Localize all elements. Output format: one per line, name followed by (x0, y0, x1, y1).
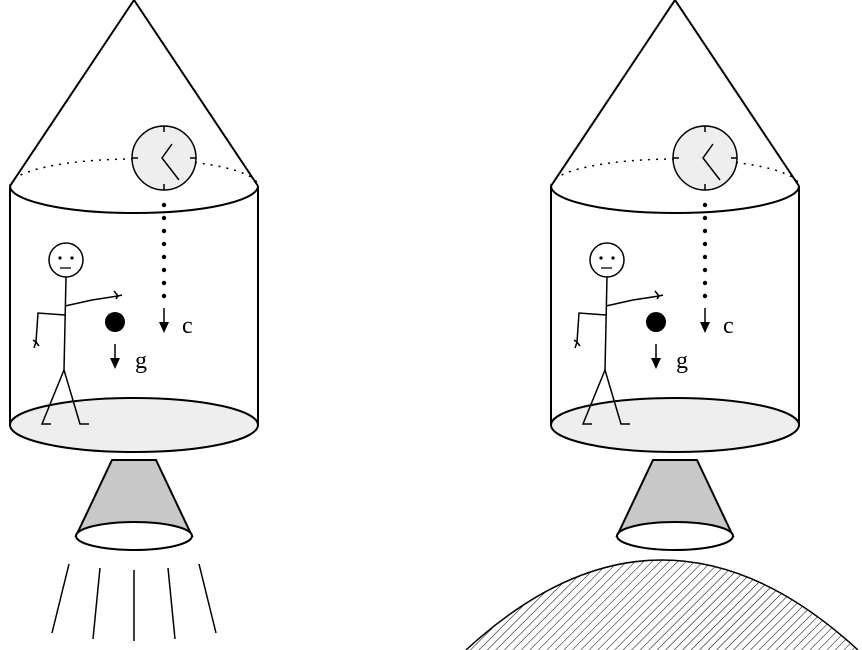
rocket-top-rim (9, 185, 259, 214)
rocket-nose-cone (9, 0, 259, 187)
clock-icon (131, 125, 197, 191)
rocket-floor (9, 397, 259, 453)
rocket-floor (550, 397, 800, 453)
light-speed-label: c (182, 313, 193, 339)
panel-accelerating-rocket: c g (9, 0, 259, 641)
light-beam-dotted (702, 202, 708, 299)
gravity-label: g (135, 348, 147, 374)
nozzle-rim (75, 521, 193, 551)
planet-surface (465, 559, 859, 650)
ball-icon (646, 312, 666, 332)
rocket-top-rim (550, 185, 800, 214)
light-beam-dotted (161, 202, 167, 299)
arrow-down-icon (700, 308, 710, 333)
gravity-label: g (676, 348, 688, 374)
clock-icon (672, 125, 738, 191)
exhaust-lines (51, 563, 217, 641)
panel-rocket-on-planet: c g (550, 0, 800, 551)
nozzle-rim (616, 521, 734, 551)
light-speed-label: c (723, 313, 734, 339)
ball-icon (105, 312, 125, 332)
arrow-down-icon (651, 344, 661, 369)
person-icon (32, 242, 123, 425)
arrow-down-icon (110, 344, 120, 369)
rocket-nose-cone (550, 0, 800, 187)
arrow-down-icon (159, 308, 169, 333)
person-icon (573, 242, 664, 425)
